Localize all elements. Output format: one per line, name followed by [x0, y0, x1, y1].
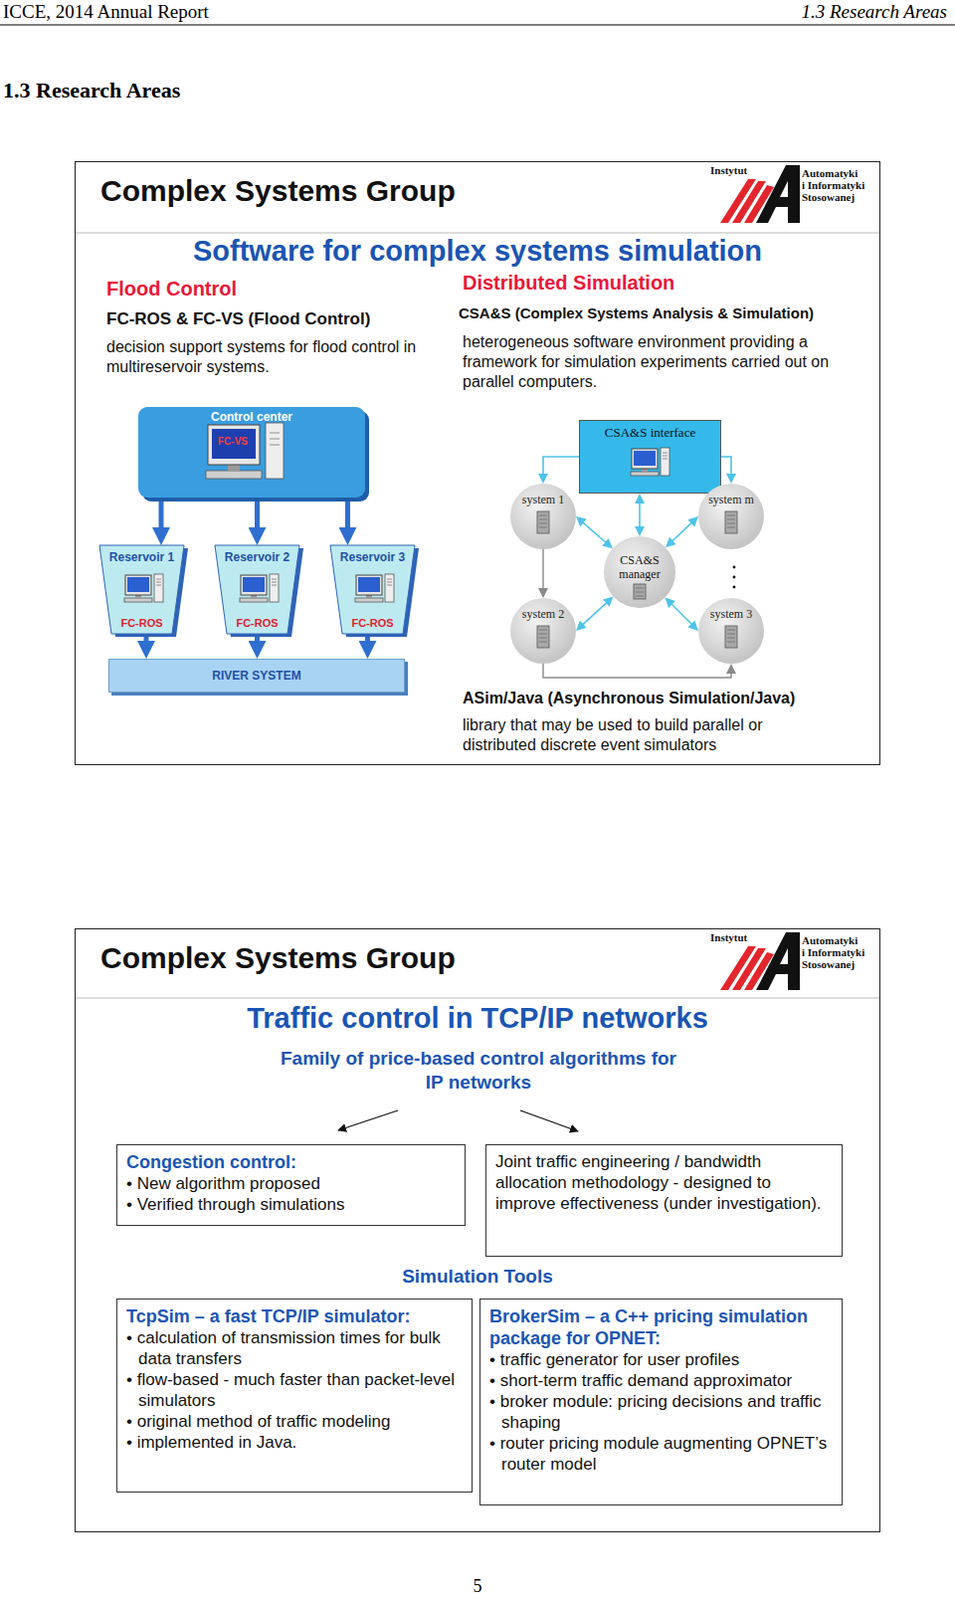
section-title: Traffic control in TCP/IP networks [75, 1002, 880, 1035]
bullet-item: • New algorithm proposed [126, 1172, 456, 1194]
connector [543, 456, 579, 479]
node-text: Reservoir 2 [214, 550, 300, 565]
connector [159, 497, 165, 537]
system-name: CSA&S (Complex Systems Analysis & Simula… [458, 304, 879, 322]
system-circle: system 3 [698, 597, 764, 664]
section-subtitle: Simulation Tools [75, 1265, 880, 1288]
text-box: TcpSim – a fast TCP/IP simulator:• calcu… [116, 1298, 473, 1493]
logo-text: i Informatyki [801, 946, 865, 958]
text-box: Joint traffic engineering / bandwidth al… [485, 1144, 843, 1257]
logo-text: Stosowanej [801, 191, 855, 203]
system-circle: system 1 [510, 483, 576, 550]
node-text: FC-ROS [330, 616, 415, 629]
logo-text: i Informatyki [801, 179, 865, 191]
reservoir: Reservoir 2 FC-ROS [214, 545, 300, 634]
bullet-item: • short-term traffic demand approximator [489, 1369, 833, 1391]
connector [579, 519, 609, 546]
river-system: RIVER SYSTEM [108, 658, 405, 693]
panel-rule [75, 997, 880, 999]
system-circle: system 2 [510, 597, 576, 664]
reservoir: Reservoir 1 FC-ROS [99, 545, 185, 634]
connector [345, 497, 351, 537]
section-subtitle: Family of price-based control algorithms… [279, 1046, 678, 1095]
system-description: decision support systems for flood contr… [106, 337, 460, 378]
interface-box: CSA&S interface [578, 419, 722, 494]
panel: Complex Systems GroupSoftware for comple… [74, 161, 881, 765]
bullet-item: • flow-based - much faster than packet-l… [126, 1368, 463, 1411]
subsection-title: Flood Control [106, 277, 237, 301]
connector [638, 498, 641, 532]
control-center: Control center [138, 406, 366, 498]
institute-logo [720, 165, 800, 223]
box-text: Joint traffic engineering / bandwidth al… [495, 1150, 833, 1214]
reservoir: Reservoir 3 FC-ROS [330, 545, 415, 634]
bullet-item: • Verified through simulations [126, 1193, 456, 1215]
node-text: FC-ROS [99, 616, 185, 629]
ellipsis-dot [733, 566, 737, 570]
branch-arrow [338, 1110, 398, 1131]
running-header: 1.3 Research Areas [800, 0, 948, 23]
box-heading: Congestion control: [126, 1150, 456, 1173]
node-text: Control center [138, 409, 366, 424]
panel-heading: Complex Systems Group [100, 174, 456, 208]
logo-text: Instytut [710, 164, 748, 177]
connector [669, 519, 696, 544]
bullet-item: • implemented in Java. [126, 1431, 463, 1453]
node-text: CSA&S manager [613, 553, 666, 581]
panel-rule [75, 232, 880, 234]
manager-circle: CSA&S manager [603, 536, 676, 608]
header-rule [0, 24, 955, 26]
node-text: FC-ROS [214, 616, 300, 629]
institute-logo [720, 932, 800, 990]
bullet-item: • router pricing module augmenting OPNET… [489, 1432, 833, 1475]
panel: Complex Systems GroupTraffic control in … [74, 928, 881, 1532]
ellipsis-dot [733, 575, 737, 579]
system-name: ASim/Java (Asynchronous Simulation/Java) [462, 689, 876, 708]
logo-text: Stosowanej [801, 957, 855, 970]
system-description: library that may be used to build parall… [462, 715, 831, 756]
panel-heading: Complex Systems Group [100, 941, 456, 975]
text-box: Congestion control:• New algorithm propo… [116, 1144, 466, 1226]
ellipsis-dot [733, 585, 737, 589]
page-title: 1.3 Research Areas [2, 77, 181, 104]
branch-arrow [520, 1110, 578, 1132]
section-title: Software for complex systems simulation [75, 235, 880, 268]
box-heading: TcpSim – a fast TCP/IP simulator: [126, 1305, 463, 1328]
connector [543, 663, 732, 678]
node-text: system 3 [698, 606, 764, 622]
box-heading: BrokerSim – a C++ pricing simulation pac… [489, 1305, 833, 1349]
text-box: BrokerSim – a C++ pricing simulation pac… [479, 1298, 843, 1506]
node-text: Reservoir 3 [330, 550, 415, 565]
logo-text: Automatyki [801, 934, 858, 947]
system-description: heterogeneous software environment provi… [462, 332, 856, 392]
node-text: system m [698, 492, 764, 508]
bullet-item: • original method of traffic modeling [126, 1410, 463, 1432]
system-circle: system m [698, 483, 764, 550]
connector [254, 497, 260, 537]
node-text: CSA&S interface [579, 424, 721, 441]
logo-text: Instytut [710, 931, 748, 944]
connector [721, 456, 732, 479]
bullet-item: • calculation of transmission times for … [126, 1327, 463, 1369]
connector [668, 600, 695, 627]
subsection-title: Distributed Simulation [462, 271, 675, 295]
node-text: Reservoir 1 [99, 550, 185, 565]
bullet-item: • broker module: pricing decisions and t… [489, 1390, 833, 1433]
system-name: FC-ROS & FC-VS (Flood Control) [106, 309, 371, 330]
page-number: 5 [0, 1575, 955, 1597]
connector [579, 599, 610, 628]
running-header: ICCE, 2014 Annual Report [2, 0, 209, 23]
node-text: system 1 [510, 492, 576, 508]
node-text: RIVER SYSTEM [109, 659, 404, 692]
node-text: system 2 [510, 606, 576, 622]
logo-text: Automatyki [801, 167, 858, 180]
connector [542, 549, 544, 593]
bullet-item: • traffic generator for user profiles [489, 1348, 833, 1370]
